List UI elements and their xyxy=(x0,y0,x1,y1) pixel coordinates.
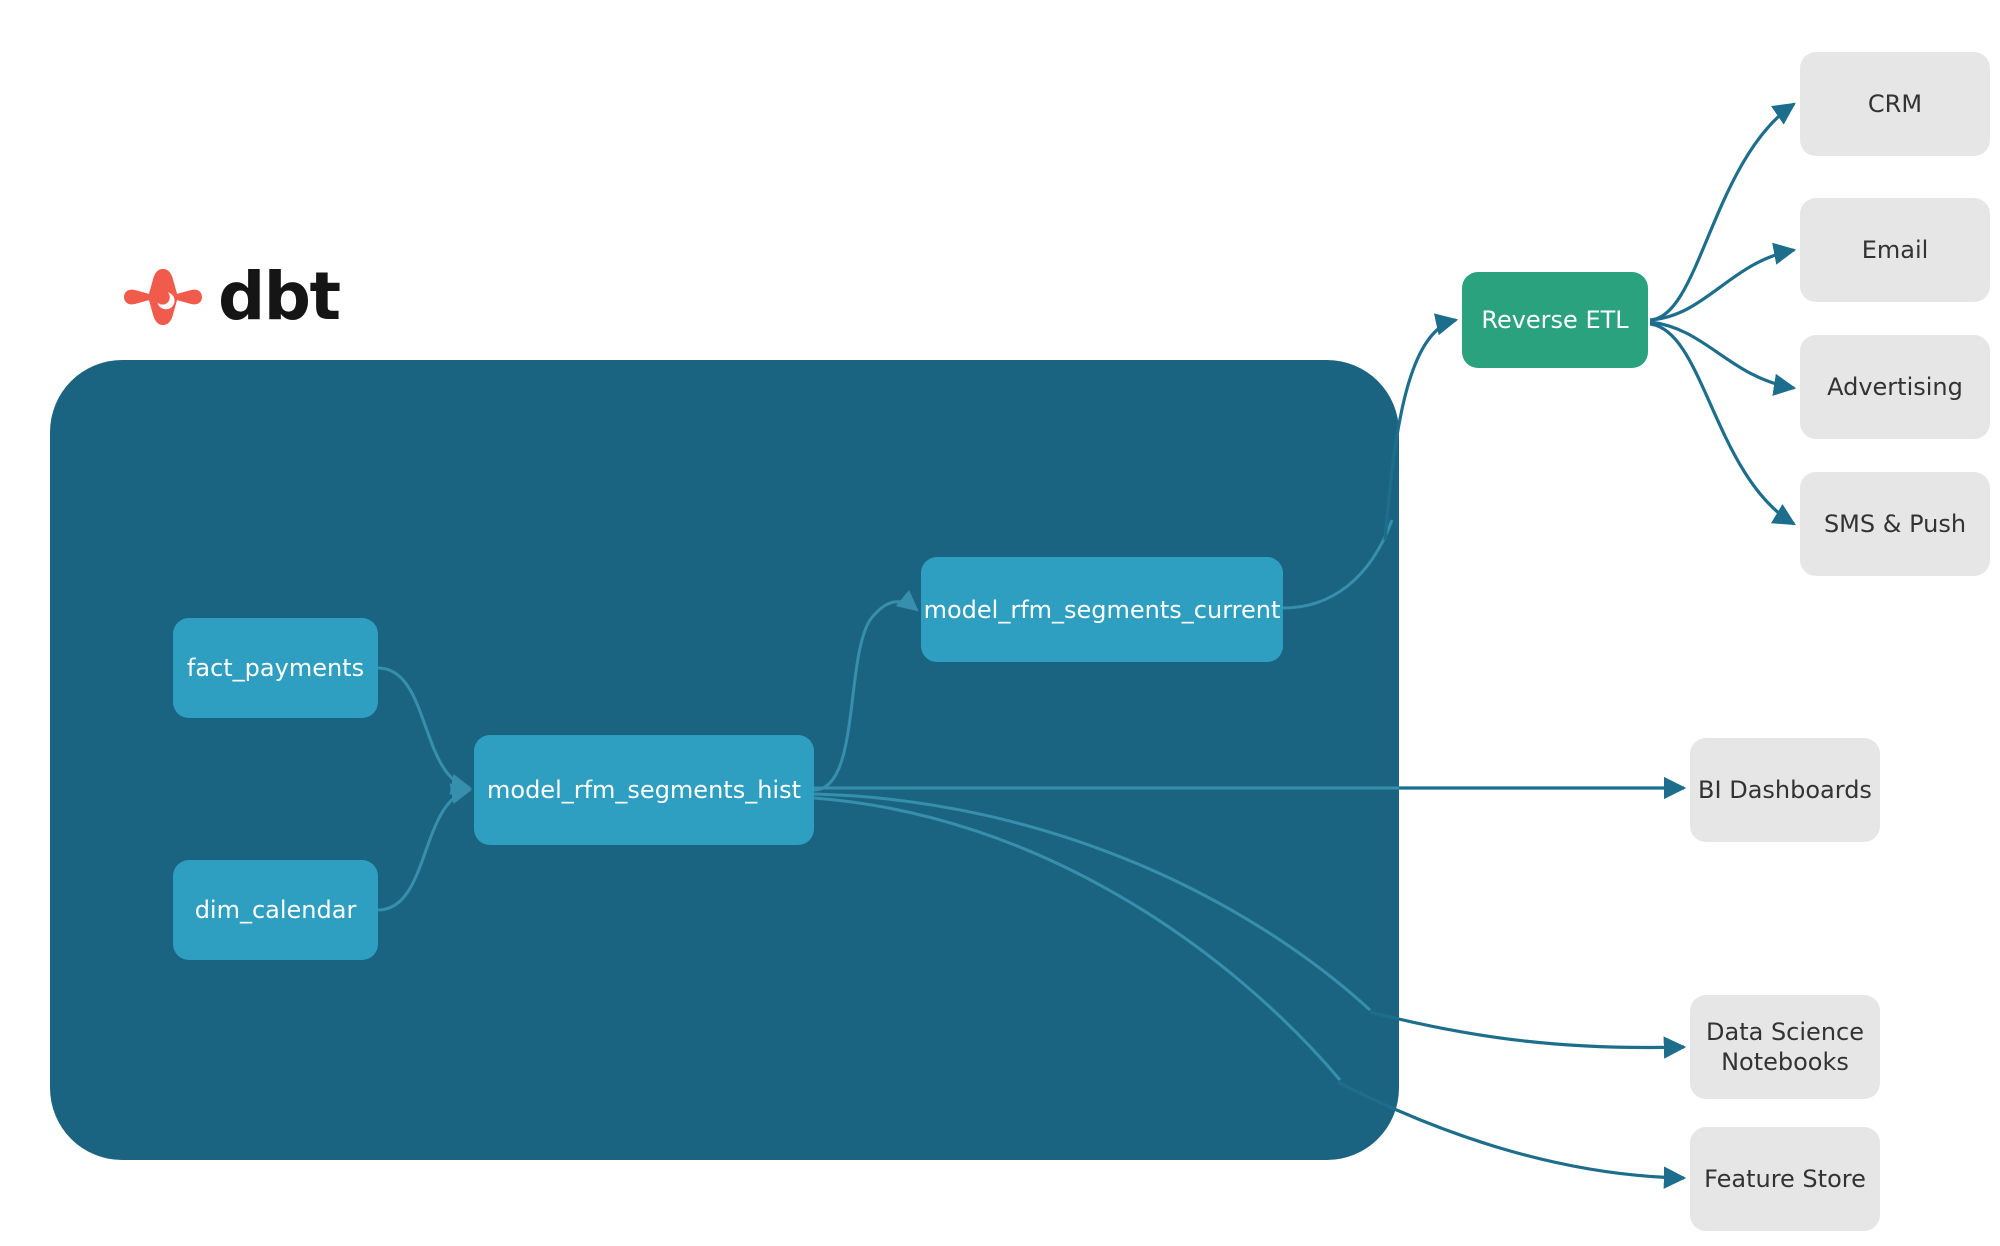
node-label: CRM xyxy=(1867,90,1923,118)
node-crm[interactable]: CRM xyxy=(1800,52,1990,156)
node-bi-dashboards[interactable]: BI Dashboards xyxy=(1690,738,1880,842)
dbt-wordmark: dbt xyxy=(218,258,341,335)
node-reverse-etl[interactable]: Reverse ETL xyxy=(1462,272,1648,368)
dbt-logo-icon xyxy=(124,268,202,326)
node-label-line1: Data Science xyxy=(1706,1018,1864,1046)
node-label: BI Dashboards xyxy=(1698,776,1872,804)
node-label-multiline: Data Science Notebooks xyxy=(1706,1017,1864,1077)
node-label: SMS & Push xyxy=(1823,510,1967,538)
node-advertising[interactable]: Advertising xyxy=(1800,335,1990,439)
node-feature-store[interactable]: Feature Store xyxy=(1690,1127,1880,1231)
node-label: Reverse ETL xyxy=(1481,306,1629,334)
node-email[interactable]: Email xyxy=(1800,198,1990,302)
node-label: Email xyxy=(1861,236,1929,264)
node-data-science-notebooks[interactable]: Data Science Notebooks xyxy=(1690,995,1880,1099)
node-label-line2: Notebooks xyxy=(1721,1048,1849,1076)
edge-reverse-etl-to-sms-push xyxy=(1649,322,1796,526)
edge-reverse-etl-to-email xyxy=(1649,242,1797,322)
dbt-logo: dbt xyxy=(124,258,341,336)
edge-reverse-etl-to-advertising xyxy=(1649,320,1797,396)
dbt-project-panel xyxy=(50,360,1399,1160)
edge-panel-to-ds-notebooks xyxy=(1369,1010,1687,1059)
node-label: Feature Store xyxy=(1704,1165,1866,1193)
node-sms-push[interactable]: SMS & Push xyxy=(1800,472,1990,576)
node-label: Advertising xyxy=(1827,373,1963,401)
edge-reverse-etl-to-crm xyxy=(1649,102,1796,322)
